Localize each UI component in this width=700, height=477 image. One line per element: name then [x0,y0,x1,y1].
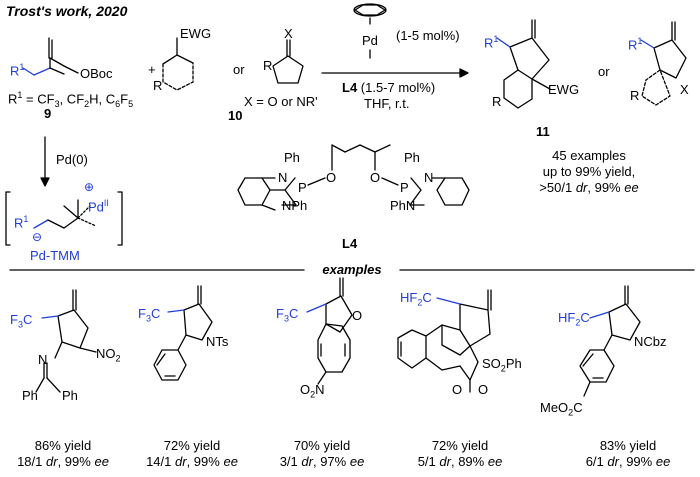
ligand-p-right: P [400,180,409,195]
reagent-9-r1-label: R1 [10,62,25,79]
reagent-9-structure [22,37,79,76]
reagent-9-definition: R1 = CF3, CF2H, C6F5 [8,90,134,109]
ligand-ph-left: Ph [284,150,300,165]
catalyst-loading: (1-5 mol%) [396,28,460,43]
pd-tmm-structure [5,191,123,246]
pd-tmm-pd-label: PdII [88,198,109,215]
or-label-2: or [598,64,610,79]
reagent-10-carbonyl-structure [272,39,304,84]
example-3-o: O [352,308,363,323]
ligand-l4-structure [237,144,470,211]
ligand-ph-right: Ph [404,150,420,165]
reagent-10-definition: X = O or NR' [244,94,318,109]
example-1-n: N [38,352,48,367]
product-11-number: 11 [536,124,550,139]
example-1-cf3: F3C [10,312,33,330]
reaction-conditions: THF, r.t. [364,96,410,111]
product-11-spiro-r1-label: R1 [628,36,643,53]
product-11-spiro-structure [640,21,687,106]
summary-line-1: 45 examples [552,148,626,163]
ligand-nph-left: NPh [282,198,308,213]
pd-tmm-negative-charge: ⊖ [32,230,43,244]
scheme-title: Trost's work, 2020 [6,3,128,19]
reagent-10-x-label: X [284,26,293,41]
example-1-no2: NO2 [96,346,121,364]
example-2-cf3: F3C [138,306,161,324]
cp-pd-label: Pd [362,33,378,48]
example-3-no2: O2N [300,382,325,400]
plus-sign: + [148,62,156,77]
summary-line-3: >50/1 dr, 99% ee [539,180,639,195]
example-3-cf3: F3C [276,306,299,324]
example-4-o1: O [452,382,463,397]
examples-heading: examples [322,262,382,277]
example-5-hf2c: HF2C [558,310,590,328]
example-4-structure [397,289,492,393]
example-3-structure [306,277,353,385]
product-11-r1-label: R1 [484,34,499,51]
ligand-nph-right: PhN [390,198,416,213]
ligand-p-left: P [298,180,307,195]
reagent-10-r-label: R [153,78,163,93]
reagent-10-number: 10 [228,108,243,123]
pd-tmm-positive-charge: ⊕ [84,180,95,194]
example-2-nts: NTs [206,334,229,349]
example-5-ester: MeO2C [540,400,583,418]
example-4-o2: O [478,382,489,397]
example-1-structure [35,289,97,393]
example-4-hf2c: HF2C [400,290,432,308]
ligand-o-left: O [326,170,337,185]
product-11-spiro-x-label: X [680,82,689,97]
example-1-ph2: Ph [62,388,78,403]
ligand-name: L4 [342,236,358,251]
pd-tmm-name: Pd-TMM [30,248,80,263]
example-4-so2ph: SO2Ph [482,356,522,374]
ligand-loading: L4 (1.5-7 mol%) [342,80,436,95]
reaction-arrow [321,68,469,78]
reagent-9-number: 9 [44,106,52,121]
summary-line-2: up to 99% yield, [542,164,636,179]
reagent-9-obc-label: OBoc [80,66,113,81]
reagent-10-ewg-label: EWG [180,26,212,41]
pd-tmm-r1-label: R1 [14,214,29,231]
product-11-spiro-r-label: R [630,88,640,103]
ligand-n-right: N [424,170,434,185]
pd0-arrow [40,136,50,187]
example-5-ncbz: NCbz [634,334,667,349]
reagent-10-alkene-structure [162,37,194,91]
product-11-ewg-label: EWG [548,82,580,97]
example-1-ph: Ph [22,388,38,403]
ligand-n-left: N [278,170,288,185]
product-11-structure [496,19,551,109]
pd0-label: Pd(0) [56,152,88,167]
product-11-r-label: R [492,94,502,109]
example-5-structure [579,285,641,397]
example-2-structure [153,285,213,381]
reagent-10-r2-label: R [263,58,273,73]
ligand-o-right: O [370,170,381,185]
cp-pd-complex [353,3,387,59]
or-label-1: or [233,62,245,77]
